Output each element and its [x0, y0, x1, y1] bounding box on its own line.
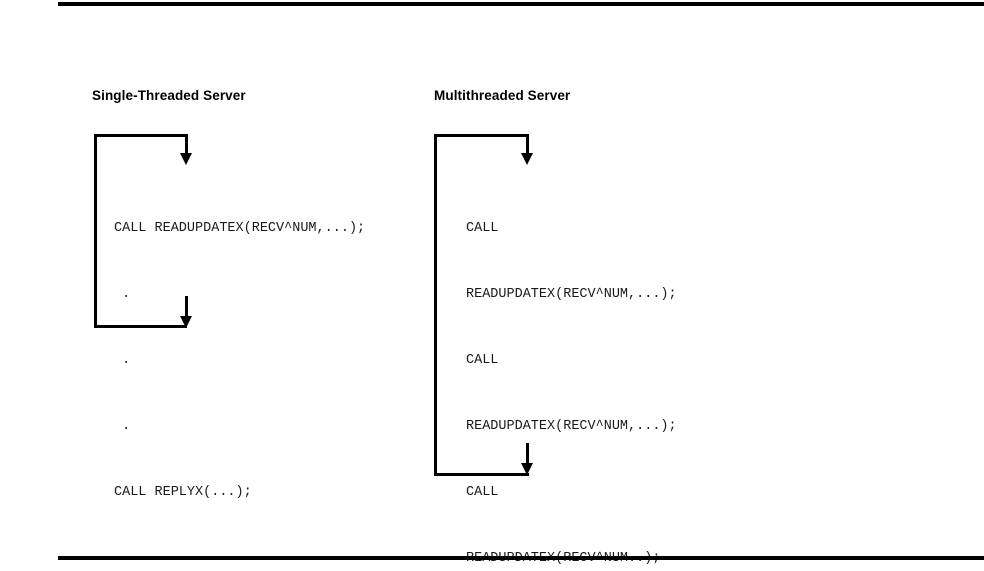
code-line: CALL: [466, 485, 499, 500]
page-rule-top: [58, 2, 984, 6]
code-line: .: [122, 419, 131, 434]
code-line: CALL: [466, 353, 499, 368]
page-rule-bottom: [58, 556, 984, 560]
loop-exit-arrow-icon-single: [180, 296, 193, 329]
code-line: READUPDATEX(RECV^NUM,...);: [466, 419, 677, 434]
heading-multithreaded-server: Multithreaded Server: [434, 88, 571, 103]
arrow-stem: [526, 134, 529, 154]
loop-exit-arrow-icon-multi: [521, 443, 534, 476]
arrow-stem: [185, 296, 188, 317]
code-line: READUPDATEX(RECV^NUM,...);: [466, 287, 677, 302]
loop-bracket-single-threaded: [94, 134, 187, 328]
heading-single-threaded-server: Single-Threaded Server: [92, 88, 246, 103]
arrow-stem: [185, 134, 188, 154]
loop-bracket-multithreaded: [434, 134, 529, 476]
arrow-stem: [526, 443, 529, 464]
code-line: .: [122, 287, 131, 302]
code-line: CALL READUPDATEX(RECV^NUM,...);: [114, 221, 366, 236]
code-line: CALL: [466, 221, 499, 236]
loop-entry-arrow-icon-multi: [521, 134, 534, 166]
arrow-head: [180, 153, 192, 165]
code-line: .: [122, 353, 131, 368]
arrow-head: [521, 153, 533, 165]
arrow-head: [180, 316, 192, 328]
code-line: CALL REPLYX(...);: [114, 485, 252, 500]
code-listing-single-threaded: CALL READUPDATEX(RECV^NUM,...); . . . CA…: [114, 174, 365, 548]
arrow-head: [521, 463, 533, 475]
code-listing-multithreaded: CALL READUPDATEX(RECV^NUM,...); CALL REA…: [466, 174, 677, 571]
loop-entry-arrow-icon-single: [180, 134, 193, 166]
